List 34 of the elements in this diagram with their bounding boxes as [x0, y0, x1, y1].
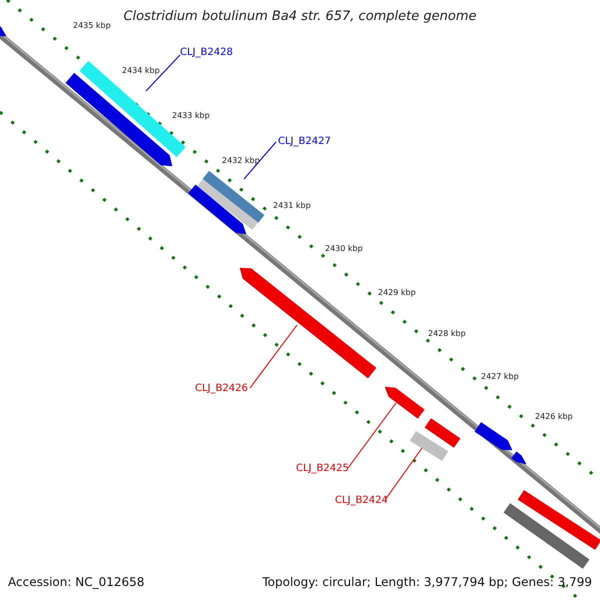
gene-bar [196, 179, 258, 230]
gene-bar [0, 25, 6, 36]
scale-label: 2426 kbp [535, 413, 573, 422]
gene-bar [511, 452, 526, 464]
gene-bar [410, 431, 448, 461]
scale-label: 2427 kbp [481, 373, 519, 382]
gene-bar [424, 418, 460, 448]
genome-info-note: Topology: circular; Length: 3,977,794 bp; Genes: 3,799 [262, 576, 592, 590]
gene-label: CLJ_B2425 [296, 463, 349, 474]
gene-bar [518, 490, 600, 550]
accession-note: Accession: NC_012658 [8, 576, 144, 590]
gene-bar [240, 268, 376, 378]
gene-label: CLJ_B2424 [335, 495, 388, 506]
scale-label: 2431 kbp [273, 202, 311, 211]
scale-label: 2434 kbp [122, 67, 160, 76]
leader-line [384, 448, 422, 500]
scale-label: 2428 kbp [428, 330, 466, 339]
gene-bar [474, 422, 512, 450]
leader-line [250, 324, 298, 388]
leader-line [146, 54, 180, 92]
leader-line [348, 402, 396, 468]
gene-label: CLJ_B2426 [195, 383, 248, 394]
title: Clostridium botulinum Ba4 str. 657, complete genome [122, 10, 478, 24]
gene-bar [188, 184, 246, 234]
scale-label: 2435 kbp [73, 22, 111, 31]
scale-label: 2433 kbp [172, 112, 210, 121]
leader-line [244, 142, 276, 180]
gene-bar [504, 503, 590, 569]
gene-bar [384, 386, 425, 419]
gene-label: CLJ_B2428 [180, 47, 233, 58]
gene-bar [202, 170, 264, 224]
gene-label: CLJ_B2427 [278, 136, 331, 147]
scale-label: 2430 kbp [325, 245, 363, 254]
scale-label: 2432 kbp [222, 157, 260, 166]
